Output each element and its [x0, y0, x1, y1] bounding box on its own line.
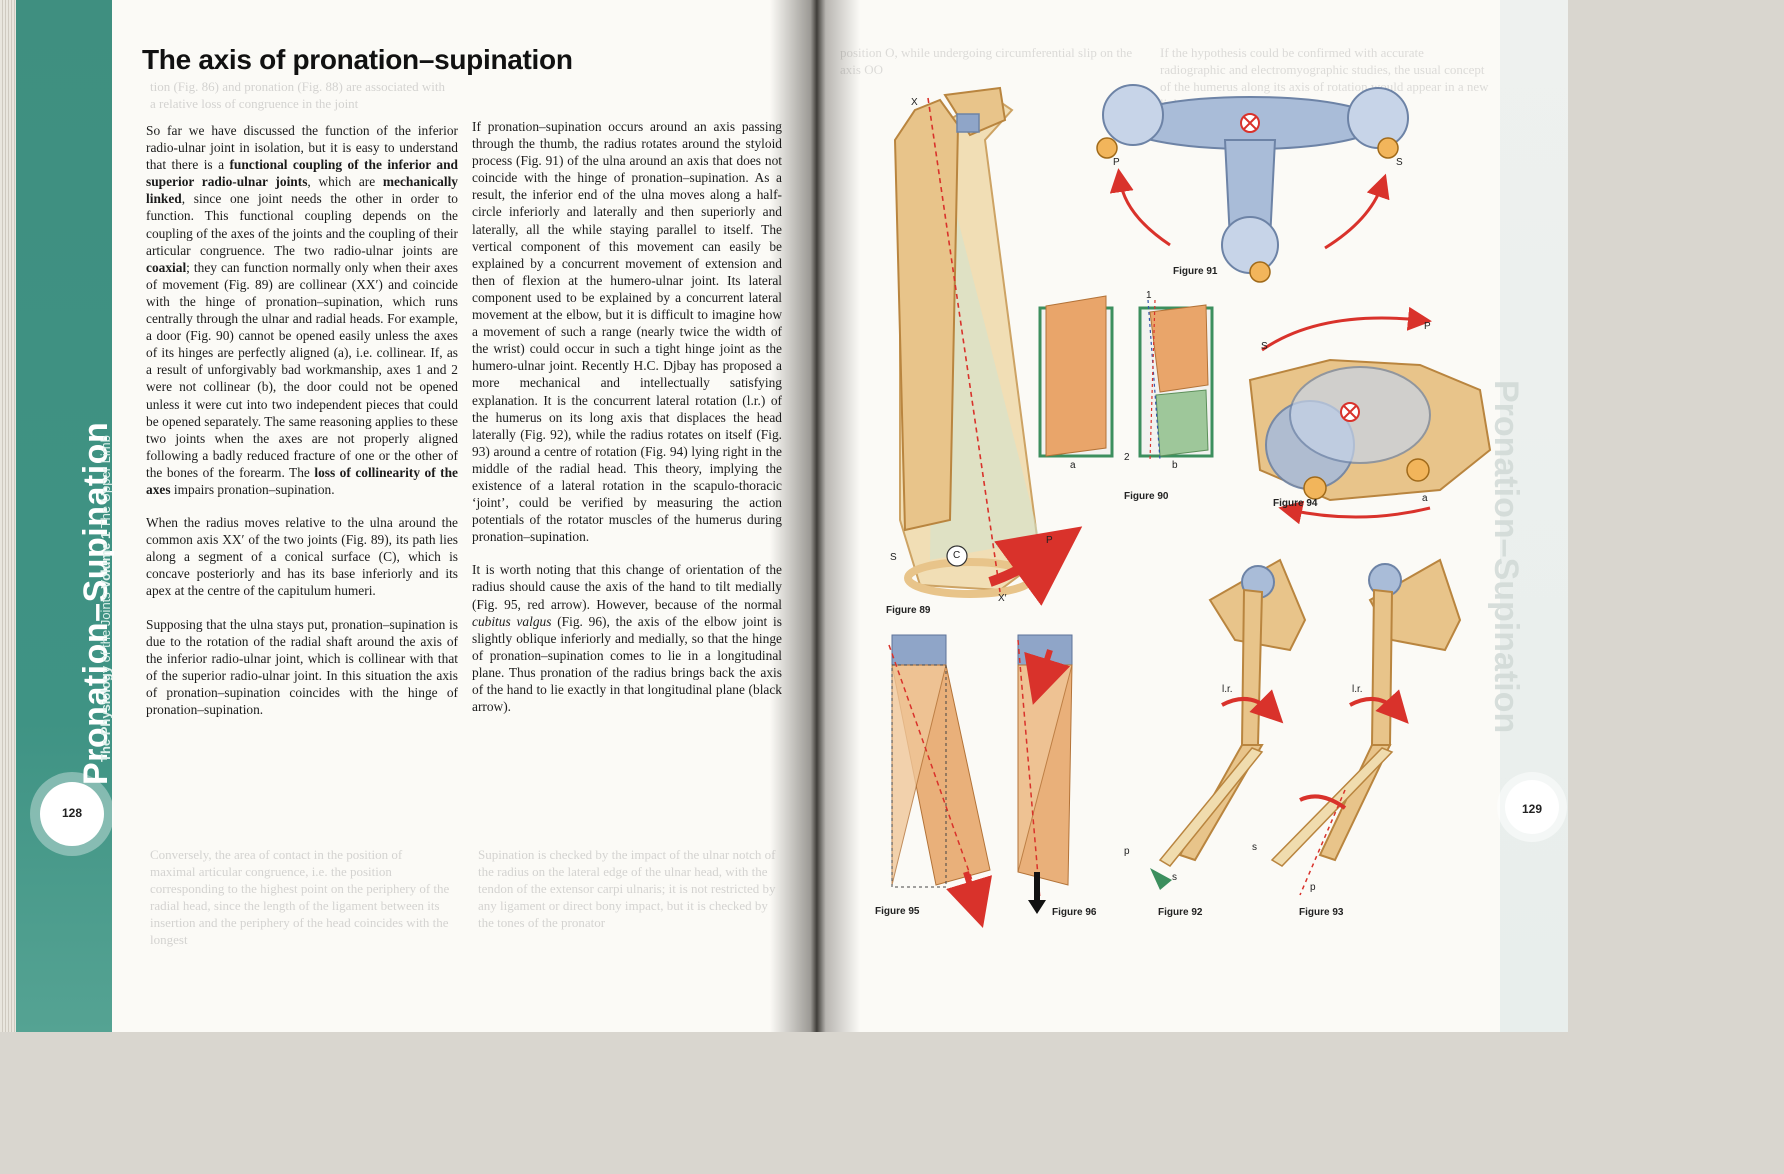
figure-91-p-label: P: [1113, 157, 1120, 168]
page-number-badge: [40, 782, 104, 846]
paragraph: When the radius moves relative to the ul…: [146, 515, 458, 599]
figure-89-cone-label: C: [953, 550, 961, 561]
figure-89-axis-x-prime-label: X′: [998, 593, 1007, 604]
left-page: tion (Fig. 86) and pronation (Fig. 88) a…: [0, 0, 800, 1032]
figure-91-caption: Figure 91: [1173, 266, 1218, 277]
chapter-tab-band-right: [1500, 0, 1568, 1032]
figure-92-p-label: p: [1124, 846, 1130, 857]
page-edge: [0, 0, 18, 1032]
figure-93-s-label: s: [1252, 842, 1257, 853]
show-through-text: If the hypothesis could be confirmed wit…: [1160, 45, 1489, 111]
figure-91-s-label: S: [1396, 157, 1403, 168]
figure-92-lr-label: l.r.: [1222, 684, 1233, 695]
text-column-right: If pronation–supination occurs around an…: [472, 118, 782, 731]
page-number: 129: [1521, 802, 1543, 816]
figure-94-a-label: a: [1422, 493, 1428, 504]
figure-90-caption: Figure 90: [1124, 491, 1169, 502]
paragraph: So far we have discussed the function of…: [146, 123, 458, 497]
figure-93-p-label: p: [1310, 882, 1316, 893]
figure-96-caption: Figure 96: [1052, 907, 1097, 918]
figure-89-s-label: S: [890, 552, 897, 563]
figure-93-caption: Figure 93: [1299, 907, 1344, 918]
figure-89-axis-x-label: X: [911, 97, 918, 108]
figure-89-caption: Figure 89: [886, 605, 931, 616]
show-through-text: Supination is checked by the impact of t…: [478, 847, 776, 930]
paragraph: It is worth noting that this change of o…: [472, 562, 782, 715]
chapter-tab-band: [16, 0, 112, 1032]
figure-90-hinge-1-label: 1: [1146, 290, 1152, 301]
figure-93-lr-label: l.r.: [1352, 684, 1363, 695]
figure-89-p-label: P: [1046, 535, 1053, 546]
right-page: If the hypothesis could be confirmed wit…: [800, 0, 1568, 1032]
show-through-text: position O, while undergoing circumferen…: [840, 45, 1133, 77]
show-through-text: tion (Fig. 86) and pronation (Fig. 88) a…: [150, 79, 445, 111]
figure-90-a-label: a: [1070, 460, 1076, 471]
show-through-text: Conversely, the area of contact in the p…: [150, 847, 450, 947]
book-gutter-shadow: [770, 0, 860, 1032]
figure-92-caption: Figure 92: [1158, 907, 1203, 918]
figure-95-caption: Figure 95: [875, 906, 920, 917]
book-side-subtitle: The Physiology of the Joints Volume 1 Th…: [98, 435, 113, 762]
figure-94-p-label: P: [1424, 321, 1431, 332]
figure-94-caption: Figure 94: [1273, 498, 1318, 509]
figure-90-b-label: b: [1172, 460, 1178, 471]
page-number-badge: [1505, 780, 1559, 834]
figure-94-s-label: S: [1261, 341, 1268, 352]
page-number: 128: [61, 806, 83, 820]
figure-92-s-label: s: [1172, 872, 1177, 883]
chapter-side-title-ghost: Pronation–Supination: [1487, 380, 1525, 734]
paragraph: If pronation–supination occurs around an…: [472, 119, 782, 545]
text-column-left: So far we have discussed the function of…: [146, 122, 458, 734]
figure-90-hinge-2-label: 2: [1124, 452, 1130, 463]
page-title: The axis of pronation–supination: [142, 44, 573, 75]
paragraph: Supposing that the ulna stays put, prona…: [146, 616, 458, 717]
